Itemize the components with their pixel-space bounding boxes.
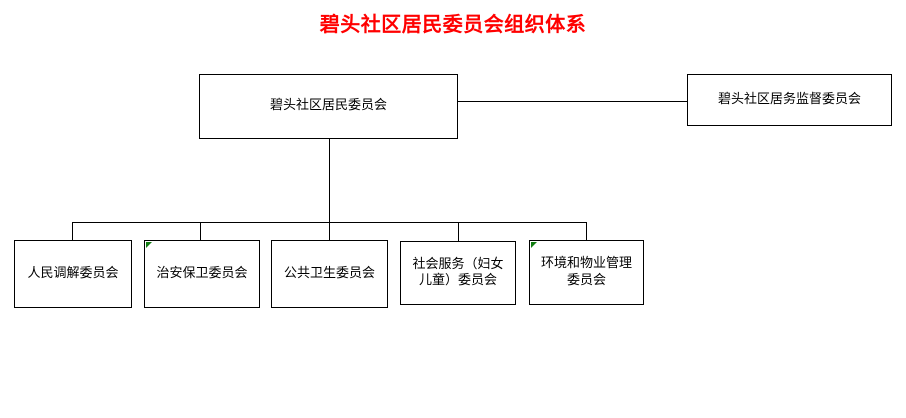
node-child-label: 环境和物业管理 委员会: [540, 256, 632, 288]
connector-drop-2: [200, 222, 201, 240]
node-child-public-security-committee[interactable]: 治安保卫委员会: [144, 240, 260, 308]
node-child-social-service-committee[interactable]: 社会服务（妇女 儿童）委员会: [400, 241, 516, 305]
node-child-label: 人民调解委员会: [27, 265, 119, 281]
connector-root-to-supervisory: [458, 101, 687, 102]
connector-drop-1: [72, 222, 73, 240]
comment-flag-icon: [146, 242, 152, 248]
node-child-label: 治安保卫委员会: [156, 265, 248, 281]
node-root-committee[interactable]: 碧头社区居民委员会: [199, 74, 458, 139]
node-child-environment-property-committee[interactable]: 环境和物业管理 委员会: [529, 240, 644, 305]
node-supervisory-committee[interactable]: 碧头社区居务监督委员会: [687, 74, 892, 126]
connector-drop-4: [458, 222, 459, 241]
connector-drop-3: [329, 222, 330, 240]
comment-flag-icon: [531, 242, 537, 248]
connector-trunk-vertical: [329, 139, 330, 222]
node-root-label: 碧头社区居民委员会: [269, 98, 387, 114]
node-child-label: 公共卫生委员会: [283, 265, 375, 281]
node-child-public-health-committee[interactable]: 公共卫生委员会: [271, 240, 388, 308]
connector-drop-5: [586, 222, 587, 240]
node-supervisory-label: 碧头社区居务监督委员会: [717, 91, 861, 107]
node-child-mediation-committee[interactable]: 人民调解委员会: [14, 240, 132, 308]
page-title: 碧头社区居民委员会组织体系: [319, 12, 587, 36]
node-child-label: 社会服务（妇女 儿童）委员会: [412, 256, 504, 288]
